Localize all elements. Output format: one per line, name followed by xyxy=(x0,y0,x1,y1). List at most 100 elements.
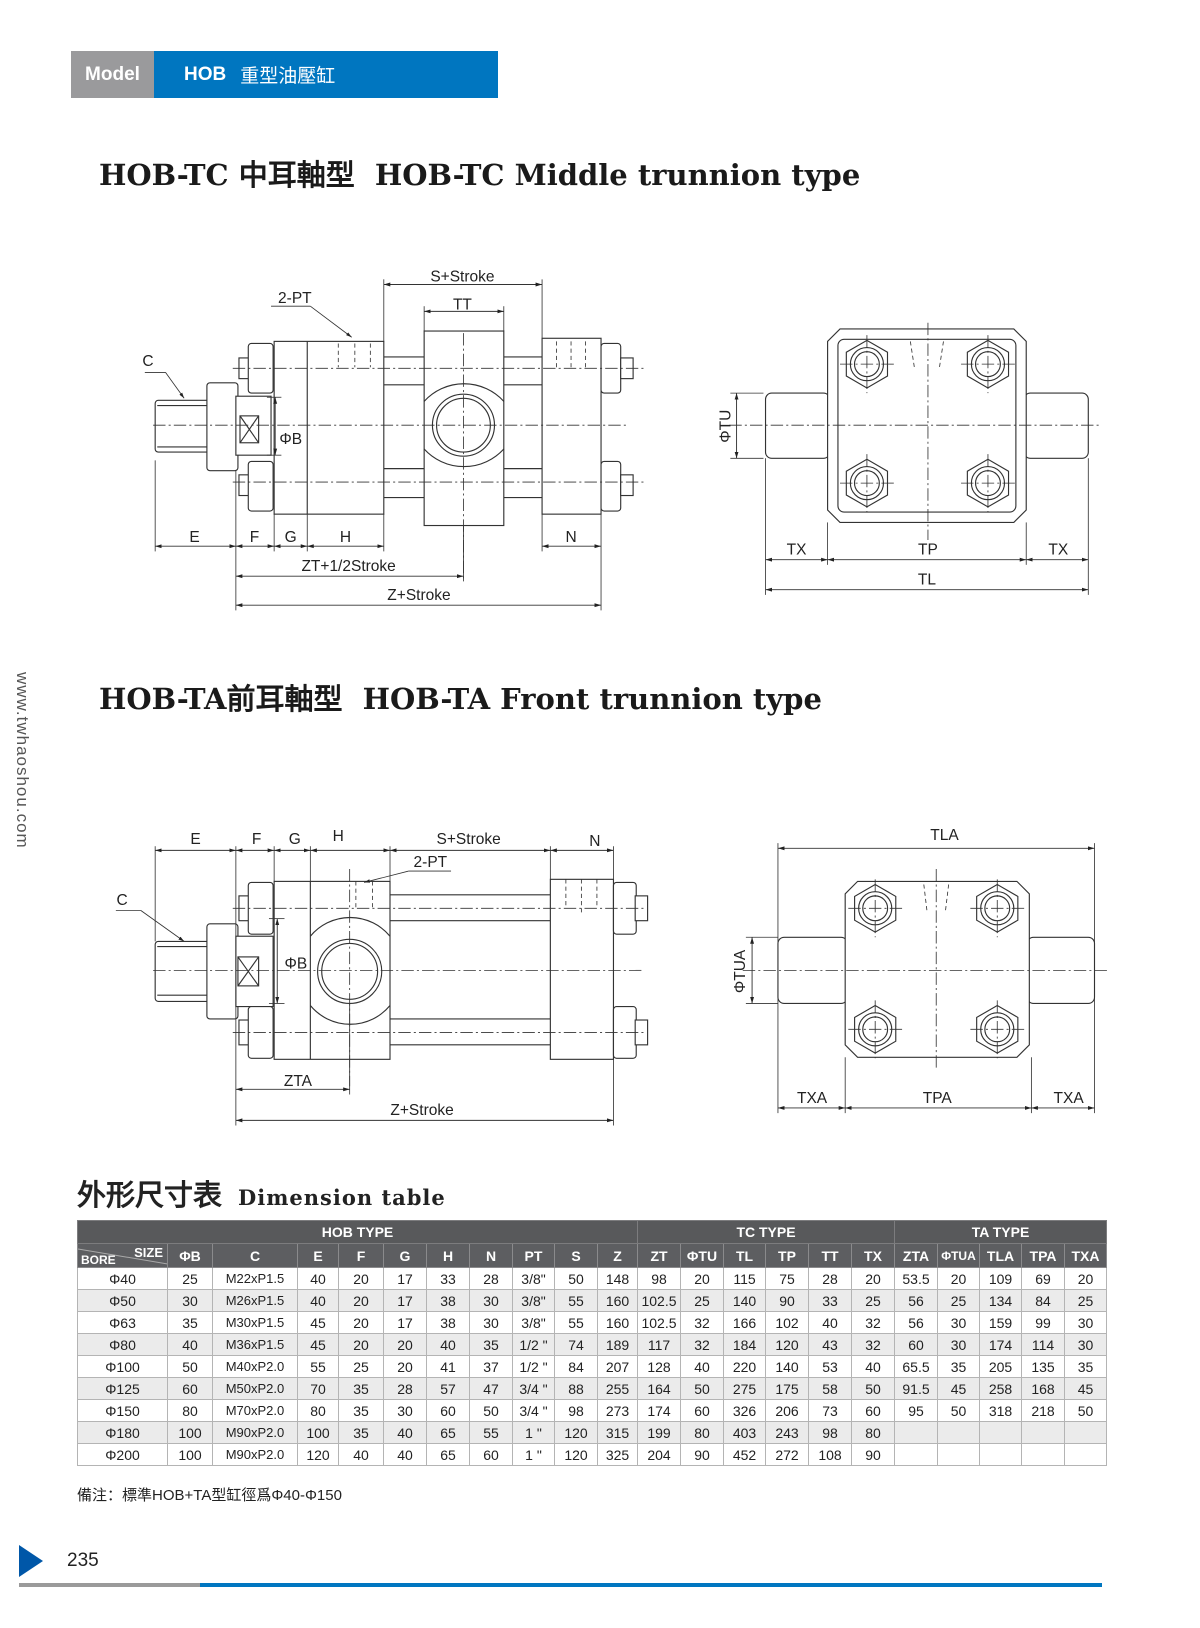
table-cell: 117 xyxy=(637,1333,681,1356)
table-cell: 32 xyxy=(680,1333,724,1356)
table-cell: 120 xyxy=(765,1333,809,1356)
table-cell: M40xP2.0 xyxy=(212,1355,298,1378)
column-header: ΦTU xyxy=(680,1243,724,1268)
table-cell: 20 xyxy=(937,1267,980,1290)
dim-label-z: Z+Stroke xyxy=(390,1102,453,1119)
table-cell: 28 xyxy=(808,1267,852,1290)
table-cell: 40 xyxy=(851,1355,895,1378)
table-cell: 50 xyxy=(554,1267,598,1290)
table-cell: 35 xyxy=(338,1377,384,1400)
table-cell: 45 xyxy=(1064,1377,1107,1400)
table-cell: 3/4 " xyxy=(512,1399,555,1422)
page-arrow-icon xyxy=(19,1545,43,1577)
table-cell: 325 xyxy=(597,1443,638,1466)
table-cell: 30 xyxy=(469,1311,513,1334)
table-cell: 38 xyxy=(426,1311,470,1334)
table-cell: 114 xyxy=(1021,1333,1065,1356)
table-cell: 168 xyxy=(1021,1377,1065,1400)
table-cell: 160 xyxy=(597,1289,638,1312)
dimension-table-title-en: Dimension table xyxy=(238,1185,446,1210)
dim-label-f: F xyxy=(250,529,259,546)
model-header-bar: Model HOB 重型油壓缸 xyxy=(71,51,498,98)
table-cell: 40 xyxy=(297,1289,339,1312)
table-cell: 33 xyxy=(808,1289,852,1312)
table-cell xyxy=(894,1421,938,1444)
table-cell: M26xP1.5 xyxy=(212,1289,298,1312)
piston-rod xyxy=(154,399,213,453)
table-cell: 100 xyxy=(297,1421,339,1444)
leader-line xyxy=(364,870,409,883)
size-label: SIZE xyxy=(134,1245,163,1260)
table-cell: 199 xyxy=(637,1421,681,1444)
table-cell: 20 xyxy=(338,1289,384,1312)
table-cell: 140 xyxy=(765,1355,809,1378)
table-cell: 40 xyxy=(383,1443,427,1466)
dim-label-tl: TL xyxy=(918,571,936,588)
table-cell: 20 xyxy=(383,1333,427,1356)
table-cell: 102 xyxy=(765,1311,809,1334)
table-cell: 74 xyxy=(554,1333,598,1356)
table-cell: 1/2 " xyxy=(512,1355,555,1378)
column-header: S xyxy=(554,1243,598,1268)
table-cell: 98 xyxy=(637,1267,681,1290)
ta-front-view-drawing: TLA ΦTUA TXA TPA TXA xyxy=(732,827,1109,1114)
table-cell: 135 xyxy=(1021,1355,1065,1378)
trunnion-arc xyxy=(309,916,391,1025)
table-cell: 33 xyxy=(426,1267,470,1290)
table-cell: 326 xyxy=(723,1399,766,1422)
bore-cell: Φ125 xyxy=(77,1377,168,1400)
column-header: Z xyxy=(597,1243,638,1268)
table-cell: 100 xyxy=(167,1421,213,1444)
table-cell: 40 xyxy=(297,1267,339,1290)
trunnion-arc xyxy=(423,383,505,468)
table-cell: 99 xyxy=(1021,1311,1065,1334)
dim-label-e: E xyxy=(189,529,199,546)
bore-cell: Φ100 xyxy=(77,1355,168,1378)
table-cell: 166 xyxy=(723,1311,766,1334)
dim-label-s-stroke: S+Stroke xyxy=(430,268,494,285)
footnote: 備注：標準HOB+TA型缸徑爲Φ40-Φ150 xyxy=(77,1487,342,1504)
table-cell: M36xP1.5 xyxy=(212,1333,298,1356)
table-cell: 28 xyxy=(469,1267,513,1290)
table-cell: 35 xyxy=(338,1421,384,1444)
table-cell xyxy=(1021,1421,1065,1444)
table-cell: 17 xyxy=(383,1289,427,1312)
column-header: ZT xyxy=(637,1243,681,1268)
table-cell: 108 xyxy=(808,1443,852,1466)
model-name: HOB xyxy=(184,63,227,85)
bore-cell: Φ40 xyxy=(77,1267,168,1290)
table-cell: 43 xyxy=(808,1333,852,1356)
wrench-flat xyxy=(239,415,260,444)
table-cell: M30xP1.5 xyxy=(212,1311,298,1334)
table-cell: 35 xyxy=(167,1311,213,1334)
table-cell: 50 xyxy=(1064,1399,1107,1422)
table-cell: 55 xyxy=(554,1289,598,1312)
dim-label-tt: TT xyxy=(453,296,472,313)
dim-label-c: C xyxy=(142,353,153,370)
table-cell: 20 xyxy=(383,1355,427,1378)
table-cell: 120 xyxy=(554,1421,598,1444)
table-cell: 102.5 xyxy=(637,1289,681,1312)
table-cell: 35 xyxy=(1064,1355,1107,1378)
table-cell: 45 xyxy=(297,1333,339,1356)
dim-label-2pt: 2-PT xyxy=(278,290,312,307)
piston-rod xyxy=(154,940,213,1002)
table-cell: 120 xyxy=(297,1443,339,1466)
table-cell: 25 xyxy=(937,1289,980,1312)
table-cell: M70xP2.0 xyxy=(212,1399,298,1422)
table-cell: 17 xyxy=(383,1311,427,1334)
table-cell: 40 xyxy=(426,1333,470,1356)
table-cell: 75 xyxy=(765,1267,809,1290)
table-cell: 32 xyxy=(680,1311,724,1334)
table-cell: 109 xyxy=(979,1267,1022,1290)
table-cell: 318 xyxy=(979,1399,1022,1422)
table-cell xyxy=(937,1421,980,1444)
table-cell: 30 xyxy=(937,1333,980,1356)
bore-cell: Φ50 xyxy=(77,1289,168,1312)
dim-label-tx-left: TX xyxy=(787,541,807,558)
dim-label-f: F xyxy=(252,831,261,848)
